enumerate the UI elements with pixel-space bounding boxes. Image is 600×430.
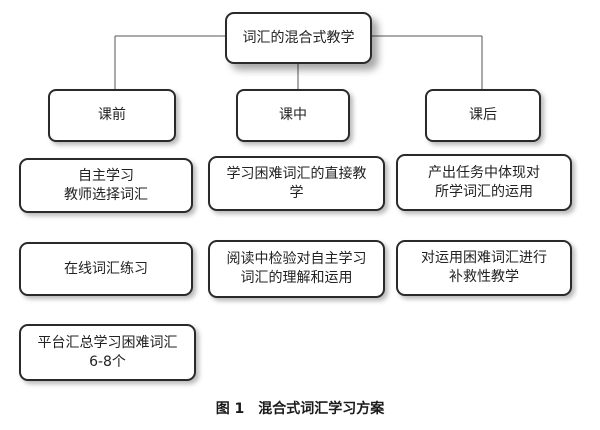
before-item-2: 在线词汇练习 [19,242,193,296]
after-item-2-label: 对运用困难词汇进行 补救性教学 [421,250,547,285]
figure-caption: 图 1 混合式词汇学习方案 [215,401,385,417]
before-item-3-label: 平台汇总学习困难词汇 6-8个 [37,334,178,370]
before-item-3: 平台汇总学习困难词汇 6-8个 [19,324,196,381]
root-node: 词汇的混合式教学 [225,12,372,64]
in-item-2-label: 阅读中检验对自主学习 词汇的理解和运用 [226,251,367,286]
phase-after-class: 课后 [425,89,541,142]
before-item-2-label: 在线词汇练习 [64,260,148,277]
phase-in-class: 课中 [236,89,350,142]
phase-before-class: 课前 [48,89,176,142]
after-item-1-label: 产出任务中体现对 所学词汇的运用 [428,164,540,200]
before-item-1: 自主学习 教师选择词汇 [19,158,193,213]
root-label: 词汇的混合式教学 [242,29,355,46]
in-item-1-label: 学习困难词汇的直接教 学 [226,165,367,201]
after-item-2: 对运用困难词汇进行 补救性教学 [396,240,572,296]
in-item-2: 阅读中检验对自主学习 词汇的理解和运用 [208,240,385,298]
phase-before-label: 课前 [98,107,126,123]
phase-after-label: 课后 [469,107,497,123]
in-item-1: 学习困难词汇的直接教 学 [208,156,385,211]
phase-in-label: 课中 [279,107,307,123]
before-item-1-label: 自主学习 教师选择词汇 [64,167,148,203]
after-item-1: 产出任务中体现对 所学词汇的运用 [396,154,572,211]
